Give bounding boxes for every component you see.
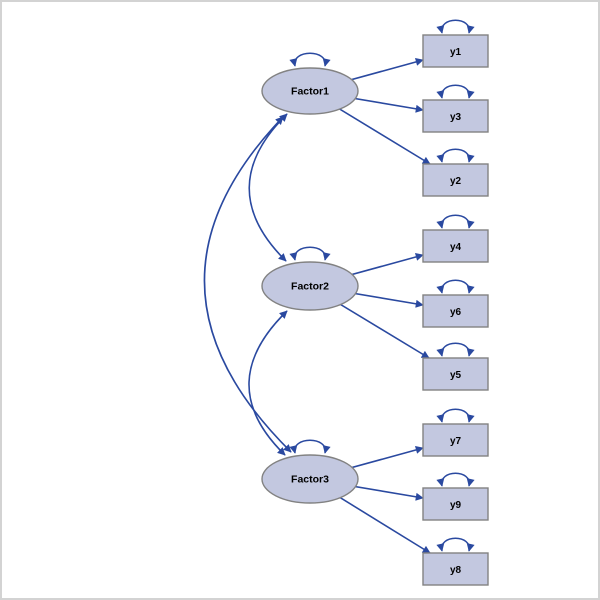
- variance-loop-y2: [436, 148, 475, 163]
- indicator-y1-box: [422, 34, 489, 68]
- factor2-ellipse: [261, 261, 359, 311]
- variance-loop-factor2: [289, 246, 331, 261]
- indicator-y3-box: [422, 99, 489, 133]
- indicator-y4-box: [422, 229, 489, 263]
- indicator-y5-label: y5: [450, 370, 462, 381]
- variance-loop-factor3: [289, 439, 331, 454]
- covariance-arrow-factor2-factor3: [248, 310, 288, 456]
- indicator-y7-label: y7: [450, 436, 462, 447]
- variance-loop-y9: [436, 472, 475, 487]
- indicator-y6-box: [422, 294, 489, 328]
- factor3-ellipse: [261, 454, 359, 504]
- factor3-label: Factor3: [291, 474, 329, 486]
- indicator-y8-box: [422, 552, 489, 586]
- indicator-y4-label: y4: [450, 242, 462, 253]
- labels-layer: Factor1 Factor2 Factor3 y1 y3 y2 y4 y6 y…: [291, 47, 461, 576]
- variance-loop-y7: [436, 408, 475, 423]
- variance-loop-y4: [436, 214, 475, 229]
- variance-loop-y8: [436, 537, 475, 552]
- indicator-y9-box: [422, 487, 489, 521]
- covariance-arrow-factor1-factor2: [248, 113, 288, 262]
- indicator-y2-label: y2: [450, 176, 462, 187]
- variance-loop-y3: [436, 84, 475, 99]
- factor2-label: Factor2: [291, 281, 329, 293]
- covariance-arrow-factor1-factor3: [203, 116, 292, 453]
- factor1-label: Factor1: [291, 86, 329, 98]
- indicator-y9-label: y9: [450, 500, 462, 511]
- indicator-y1-label: y1: [450, 47, 462, 58]
- variance-loop-y1: [436, 19, 475, 34]
- indicator-y5-box: [422, 357, 489, 391]
- indicator-y6-label: y6: [450, 307, 462, 318]
- indicator-y8-label: y8: [450, 565, 462, 576]
- indicator-y3-label: y3: [450, 112, 462, 123]
- variance-loop-y5: [436, 342, 475, 357]
- variance-loop-factor1: [289, 52, 331, 67]
- nodes-layer: [261, 34, 489, 586]
- variance-loop-y6: [436, 279, 475, 294]
- indicator-y2-box: [422, 163, 489, 197]
- indicator-y7-box: [422, 423, 489, 457]
- factor1-ellipse: [261, 67, 359, 115]
